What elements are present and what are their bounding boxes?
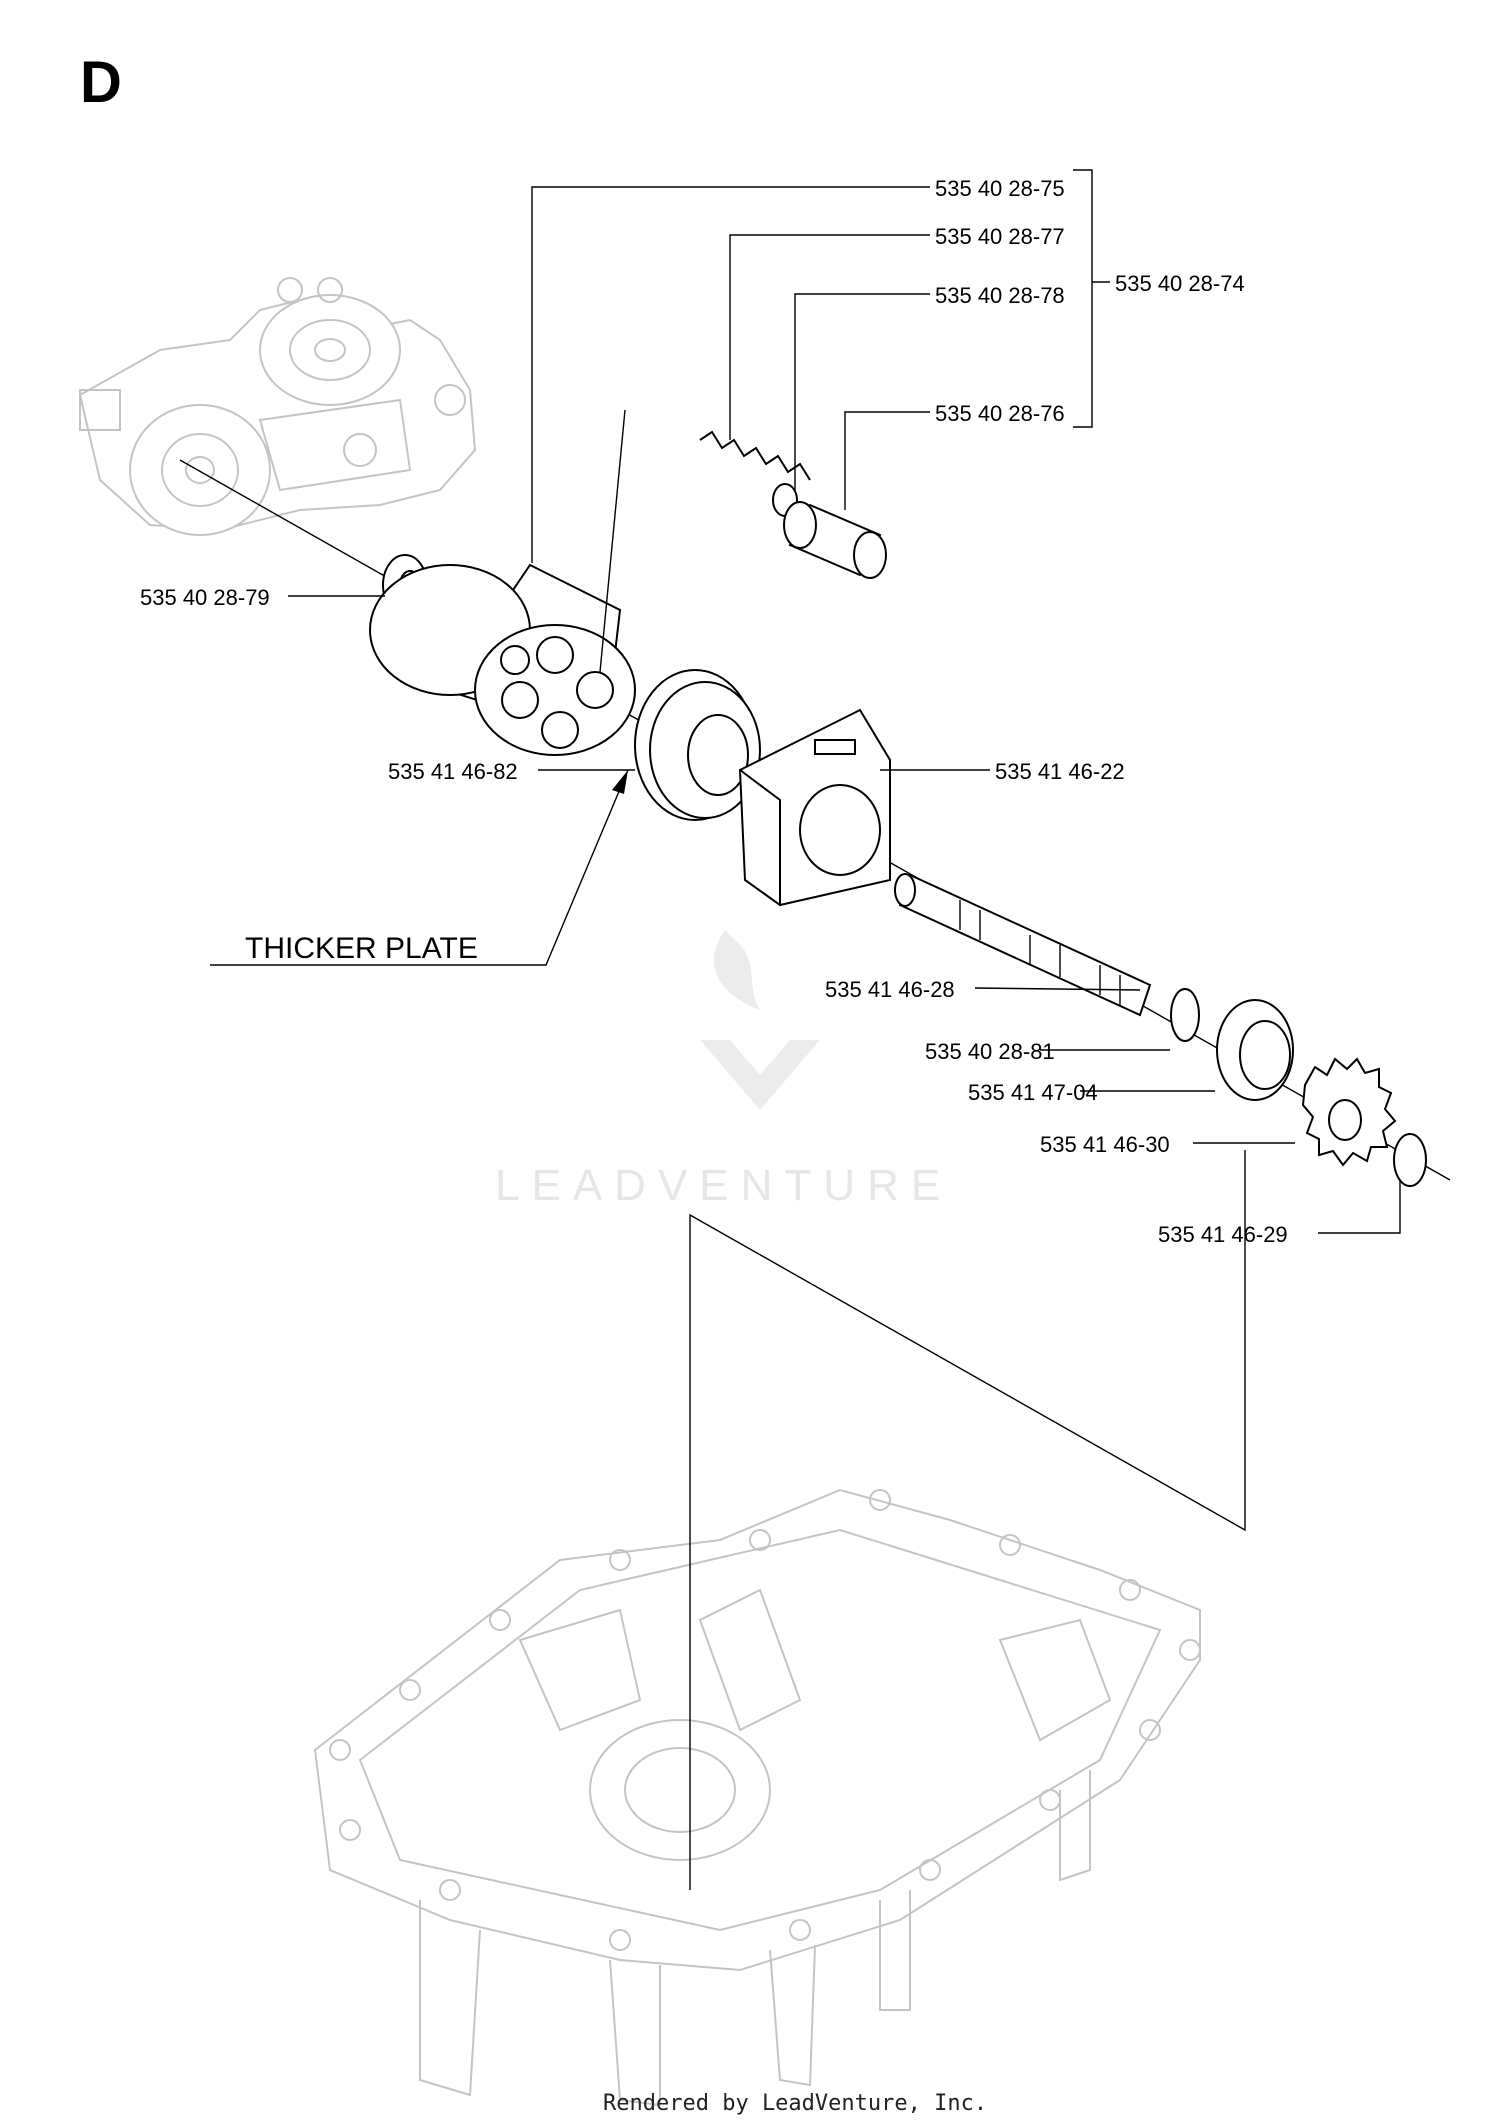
- watermark-text: LEADVENTURE: [495, 1161, 952, 1210]
- sump-case-ghost: [313, 1488, 1201, 2107]
- circlip-29-part: [1393, 1133, 1427, 1187]
- port-plate-22-part: [738, 708, 891, 907]
- pump-housing-ghost: [78, 277, 477, 536]
- part-label-30: 535 41 46-30: [1040, 1132, 1170, 1157]
- watermark: LEADVENTURE: [495, 930, 952, 1210]
- cylinder-block-part: [369, 563, 636, 756]
- part-label-76: 535 40 28-76: [935, 401, 1065, 426]
- part-label-79: 535 40 28-79: [140, 585, 270, 610]
- part-label-77: 535 40 28-77: [935, 224, 1065, 249]
- part-label-29: 535 41 46-29: [1158, 1222, 1288, 1247]
- part-label-04: 535 41 47-04: [968, 1080, 1098, 1105]
- part-label-78: 535 40 28-78: [935, 283, 1065, 308]
- piston-part: [783, 501, 887, 579]
- part-label-82: 535 41 46-82: [388, 759, 518, 784]
- leader-lines: [210, 169, 1401, 1890]
- footer-credit: Rendered by LeadVenture, Inc.: [603, 2091, 987, 2116]
- circlip-81-part: [1170, 988, 1200, 1042]
- section-letter: D: [80, 50, 122, 115]
- thrust-washer-82-part: [634, 669, 761, 821]
- thicker-plate-callout: THICKER PLATE: [245, 932, 478, 965]
- bearing-04-part: [1216, 999, 1294, 1101]
- part-label-75: 535 40 28-75: [935, 176, 1065, 201]
- gear-30-part: [1301, 1057, 1397, 1167]
- spring-part: [699, 430, 811, 481]
- part-label-74: 535 40 28-74: [1115, 271, 1245, 296]
- part-label-22: 535 41 46-22: [995, 759, 1125, 784]
- part-label-81: 535 40 28-81: [925, 1039, 1055, 1064]
- part-label-28: 535 41 46-28: [825, 977, 955, 1002]
- shaft-28-part: [894, 873, 1152, 1017]
